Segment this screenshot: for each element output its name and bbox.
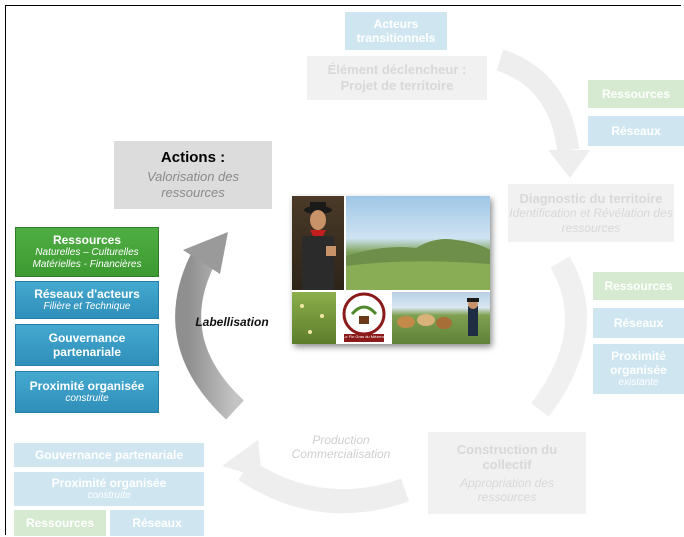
actions-subtitle: Valorisation des ressources — [146, 169, 239, 200]
node-right-proximite: Proximité organisée existante — [593, 344, 684, 394]
node-left-proximite: Proximité organisée construite — [15, 371, 159, 413]
node-acteurs-label: Acteurs transitionnels — [356, 16, 436, 45]
construction-subtitle: Appropriation des ressources — [459, 475, 555, 505]
bottom-reseaux-label: Réseaux — [132, 515, 182, 530]
node-right-ressources-1: Ressources — [588, 80, 684, 108]
logo-fin-gras: Le Fin Gras du Mézenc — [338, 292, 390, 344]
photo-meadow — [292, 292, 336, 344]
node-left-gouvernance: Gouvernance partenariale — [15, 324, 159, 366]
left-reseaux-sub: Filière et Technique — [43, 301, 131, 313]
node-actions: Actions : Valorisation des ressources — [114, 141, 272, 209]
photo-collage: Le Fin Gras du Mézenc — [292, 196, 490, 344]
node-bottom-ressources: Ressources — [14, 510, 106, 536]
label-production: Production Commercialisation — [282, 430, 400, 464]
node-right-reseaux-2: Réseaux — [593, 308, 684, 338]
labellisation-text: Labellisation — [195, 314, 269, 329]
node-construction-collectif: Construction du collectif Appropriation … — [428, 432, 586, 514]
right-reseaux-2-label: Réseaux — [613, 315, 664, 330]
node-left-reseaux: Réseaux d'acteurs Filière et Technique — [15, 281, 159, 319]
node-acteurs-transitionnels: Acteurs transitionnels — [345, 12, 447, 50]
node-bottom-reseaux: Réseaux — [110, 510, 204, 536]
left-ressources-sub1: Naturelles – Culturelles — [35, 247, 139, 259]
trigger-line2: Projet de territoire — [340, 78, 454, 93]
production-line1: Production — [312, 432, 370, 447]
node-diagnostic: Diagnostic du territoire Identification … — [508, 184, 674, 242]
left-ressources-label: Ressources — [52, 232, 122, 247]
node-left-ressources: Ressources Naturelles – Culturelles Maté… — [15, 227, 159, 277]
construction-title: Construction du collectif — [456, 441, 558, 473]
left-proximite-sub: construite — [65, 393, 109, 405]
right-ressources-2-label: Ressources — [604, 278, 673, 293]
cycle-arrow-top-right-head — [548, 150, 590, 178]
node-right-ressources-2: Ressources — [593, 272, 684, 300]
right-proximite-sub: existante — [618, 377, 659, 389]
cycle-arrow-right — [531, 256, 587, 417]
actions-title: Actions : — [160, 149, 226, 167]
left-reseaux-label: Réseaux d'acteurs — [34, 286, 140, 301]
right-reseaux-1-label: Réseaux — [611, 123, 661, 138]
bottom-proximite-label: Proximité organisée — [51, 475, 167, 490]
photo-cattle — [392, 292, 490, 344]
node-element-declencheur: Élément déclencheur : Projet de territoi… — [307, 56, 487, 100]
trigger-line1: Élément déclencheur : — [327, 62, 467, 78]
node-bottom-proximite: Proximité organisée construite — [14, 472, 204, 506]
node-bottom-gouvernance: Gouvernance partenariale — [14, 443, 204, 467]
main-arrow-head — [183, 232, 228, 274]
main-arrow-body — [175, 248, 245, 420]
right-ressources-1-label: Ressources — [601, 86, 671, 101]
photo-farmer — [292, 196, 344, 290]
diagnostic-title: Diagnostic du territoire — [519, 190, 663, 206]
bottom-ressources-label: Ressources — [25, 515, 95, 530]
logo-text: Le Fin Gras du Mézenc — [343, 334, 385, 339]
left-ressources-sub2: Matérielles - Financières — [32, 259, 142, 271]
bottom-gouvernance-label: Gouvernance partenariale — [34, 447, 184, 462]
photo-landscape — [346, 196, 490, 290]
cycle-arrow-bottom-head — [222, 440, 262, 478]
node-right-reseaux-1: Réseaux — [588, 116, 684, 146]
cycle-arrow-bottom — [238, 459, 409, 514]
bottom-proximite-sub: construite — [87, 490, 131, 502]
right-proximite-label: Proximité organisée — [610, 348, 667, 377]
production-line2: Commercialisation — [291, 447, 391, 461]
diagram-frame — [5, 5, 681, 535]
left-gouvernance-label: Gouvernance partenariale — [48, 330, 126, 359]
cycle-arrow-top-right — [496, 49, 579, 152]
left-proximite-label: Proximité organisée — [29, 378, 145, 393]
diagnostic-subtitle: Identification et Révélation des ressour… — [509, 206, 673, 235]
label-labellisation: Labellisation — [190, 312, 274, 332]
